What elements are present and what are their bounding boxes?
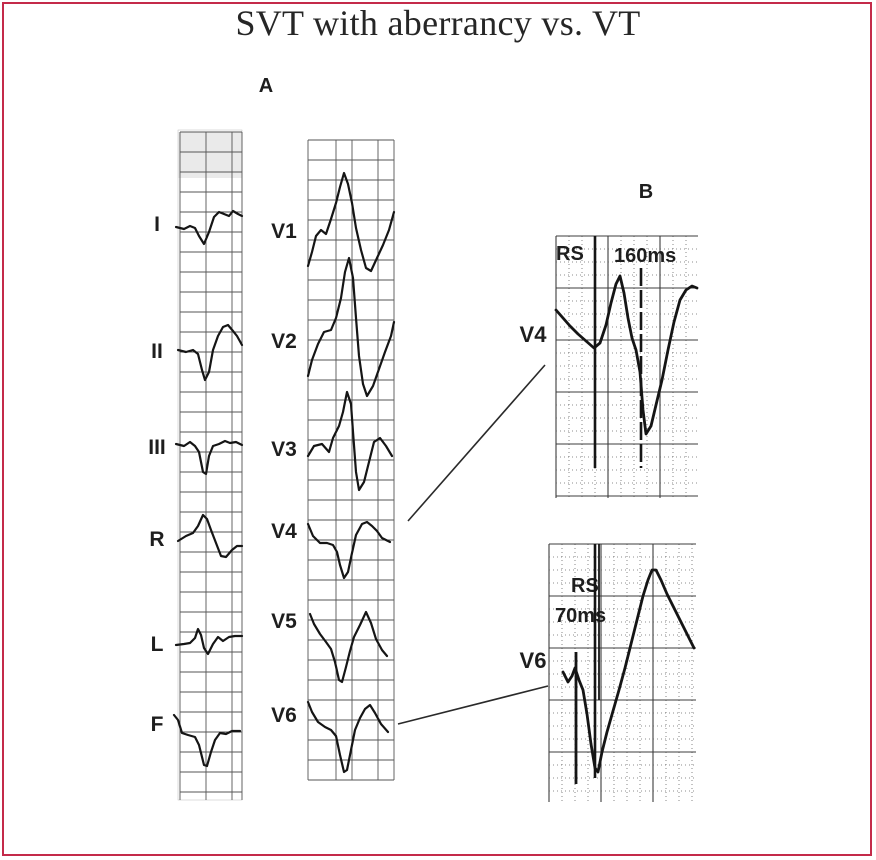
detail-v6-interval-label: 70ms: [555, 605, 606, 627]
detail-v4-grid: [555, 235, 698, 498]
lead-label-v5: V5: [271, 610, 297, 633]
leader-line-v4: [407, 364, 546, 522]
trace-lead-v5: [308, 610, 389, 684]
leader-line-v6: [397, 685, 549, 725]
trace-lead-v6: [306, 700, 390, 774]
chest-lead-labels: V1 V2 V3 V4 V5 V6: [271, 220, 297, 727]
lead-label-v4: V4: [271, 520, 297, 543]
lead-label-ii: II: [151, 340, 163, 363]
limb-lead-labels: I II III R L F: [148, 213, 166, 736]
trace-lead-iii: [174, 439, 244, 476]
detail-v6-rs-label: RS: [571, 575, 599, 597]
trace-lead-v4: [306, 520, 392, 580]
detail-v4-interval-label: 160ms: [614, 245, 676, 267]
trace-lead-ii: [176, 323, 244, 382]
detail-v4-rs-label: RS: [556, 243, 584, 265]
trace-lead-i: [174, 209, 244, 246]
lead-label-v1: V1: [271, 220, 297, 243]
detail-v6-trace: [561, 568, 696, 774]
trace-lead-r: [176, 513, 244, 559]
lead-label-r: R: [149, 528, 164, 551]
chest-lead-grid: [307, 139, 395, 781]
detail-v4-trace: [554, 274, 699, 436]
trace-lead-v3: [306, 390, 394, 492]
panel-b-label: B: [639, 181, 653, 203]
trace-lead-f: [172, 713, 242, 768]
lead-label-f: F: [151, 713, 164, 736]
detail-v4-lead-label: V4: [520, 322, 548, 347]
lead-label-i: I: [154, 213, 160, 236]
panel-a-label: A: [259, 75, 273, 97]
lead-label-iii: III: [148, 436, 166, 459]
lead-label-l: L: [151, 633, 164, 656]
detail-v6-lead-label: V6: [520, 648, 547, 673]
limb-lead-grid: [177, 129, 243, 801]
figure-title: SVT with aberrancy vs. VT: [235, 3, 641, 43]
lead-label-v6: V6: [271, 704, 297, 727]
lead-label-v3: V3: [271, 438, 297, 461]
trace-lead-v1: [306, 171, 396, 273]
trace-lead-v2: [306, 256, 396, 398]
lead-label-v2: V2: [271, 330, 297, 353]
trace-lead-l: [174, 627, 244, 656]
